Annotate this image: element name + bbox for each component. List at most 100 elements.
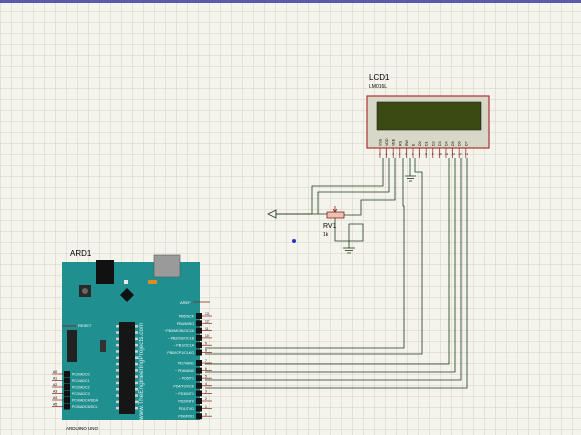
pot-body bbox=[326, 211, 345, 219]
chip-leg bbox=[135, 388, 138, 391]
arduino-pin-number: 12 bbox=[205, 320, 209, 324]
arduino-pin-label: PD4/T0/XCK bbox=[173, 384, 194, 388]
arduino-pin-number: 3 bbox=[205, 390, 207, 394]
reset-label: RESET bbox=[78, 323, 92, 328]
atmega-chip bbox=[119, 322, 135, 414]
lcd-pin-number: 10 bbox=[438, 152, 442, 156]
chip-leg bbox=[135, 406, 138, 410]
pin-header bbox=[64, 371, 70, 377]
chip-leg bbox=[135, 337, 138, 341]
pin-header bbox=[64, 377, 70, 384]
arduino-pin-d5[interactable]: ~ PD5/T15 bbox=[179, 374, 212, 382]
pin-header bbox=[196, 413, 202, 420]
chip-leg bbox=[116, 337, 119, 341]
chip-leg bbox=[135, 375, 138, 378]
lcd-pin-vss[interactable]: VSS1 bbox=[379, 138, 383, 158]
arduino-pin-label: PD2/INT0 bbox=[178, 400, 194, 404]
pin-header bbox=[64, 390, 70, 397]
lcd-component[interactable]: LCD1 LM016L VSS1VDD2VEE3RS4RW5E6D07D18D2… bbox=[366, 73, 490, 158]
lcd-pin-e[interactable]: E6 bbox=[412, 143, 416, 158]
lcd-pin-label: VEE bbox=[392, 138, 396, 146]
icsp-header bbox=[67, 330, 77, 362]
lcd-pin-label: D2 bbox=[431, 141, 435, 146]
arduino-pin-number: 11 bbox=[205, 327, 209, 331]
lcd-pin-rw[interactable]: RW5 bbox=[405, 139, 409, 158]
arduino-pin-d2[interactable]: PD2/INT0 2 bbox=[178, 397, 212, 404]
arduino-pin-label: PC2/ADC2 bbox=[72, 386, 90, 390]
arduino-pin-number: 9 bbox=[205, 341, 207, 345]
arduino-pin-number: A5 bbox=[53, 403, 57, 407]
chip-leg bbox=[135, 350, 138, 353]
chip-leg bbox=[116, 369, 119, 372]
arduino-pin-number: 7 bbox=[205, 359, 207, 363]
pin-header bbox=[64, 397, 70, 403]
chip-leg bbox=[135, 381, 138, 385]
lcd-pin-d2[interactable]: D29 bbox=[431, 141, 435, 158]
arduino-pin-label: PC1/ADC1 bbox=[72, 379, 90, 383]
chip-leg bbox=[135, 394, 138, 397]
arduino-pin-label: PD7/AIN1 bbox=[178, 362, 194, 366]
arduino-pin-label: PC0/ADC0 bbox=[72, 373, 90, 377]
lcd-pin-d0[interactable]: D07 bbox=[418, 141, 422, 158]
arduino-pin-label: PC5/ADC5/SCL bbox=[72, 405, 98, 409]
pin-header bbox=[196, 342, 202, 349]
status-led bbox=[148, 280, 157, 284]
arduino-model-label: ARDUINO UNO bbox=[66, 426, 99, 431]
arduino-pin-label: PD1/TXD bbox=[179, 407, 195, 411]
lcd-pin-label: RW bbox=[405, 139, 409, 146]
pin-header bbox=[64, 403, 70, 410]
pin-header bbox=[196, 382, 202, 389]
arduino-pin-a2[interactable]: PC2/ADC2 A2 bbox=[52, 383, 90, 390]
voltage-regulator bbox=[100, 340, 106, 352]
lcd-pin-d3[interactable]: D3 10 bbox=[438, 141, 442, 158]
lcd-pin-label: VSS bbox=[379, 138, 383, 146]
arduino-pin-number: A2 bbox=[53, 383, 57, 387]
arduino-pin-d7[interactable]: PD7/AIN1 7 bbox=[178, 359, 212, 366]
chip-leg bbox=[116, 350, 119, 353]
lcd-pin-label: VDD bbox=[385, 138, 389, 146]
arduino-pin-label: ~ PD5/T1 bbox=[179, 377, 194, 381]
pin-header bbox=[196, 367, 202, 374]
ground-symbol-pot bbox=[343, 241, 355, 254]
title-bar bbox=[0, 0, 581, 3]
lcd-pin-label: D3 bbox=[438, 141, 442, 146]
pin-header bbox=[196, 405, 202, 412]
arduino-pin-d9[interactable]: ~ PB1/OC1A 9 bbox=[173, 341, 212, 349]
arduino-pin-label: PC4/ADC4/SDA bbox=[72, 399, 99, 403]
pin-header bbox=[196, 398, 202, 404]
arduino-component[interactable]: ARD1 www.TheEngineeringProjects.com RESE… bbox=[52, 249, 212, 431]
lcd-pin-label: D5 bbox=[451, 141, 455, 146]
arduino-pin-a5[interactable]: PC5/ADC5/SCL A5 bbox=[52, 403, 98, 410]
lcd-pin-rs[interactable]: RS4 bbox=[398, 140, 402, 158]
lcd-pin-vdd[interactable]: VDD2 bbox=[385, 138, 389, 158]
crystal bbox=[120, 288, 134, 302]
pot-wiper-arrow bbox=[332, 206, 338, 213]
lcd-pin-vee[interactable]: VEE3 bbox=[392, 138, 396, 158]
lcd-pin-number: 11 bbox=[445, 152, 448, 156]
arduino-pin-number: 2 bbox=[205, 397, 207, 401]
lcd-pin-d1[interactable]: D18 bbox=[425, 141, 429, 158]
chip-leg bbox=[135, 325, 138, 328]
arduino-pin-label: PC3/ADC3 bbox=[72, 392, 90, 396]
arduino-pin-label: ~ PB1/OC1A bbox=[173, 344, 194, 348]
chip-leg bbox=[116, 406, 119, 410]
